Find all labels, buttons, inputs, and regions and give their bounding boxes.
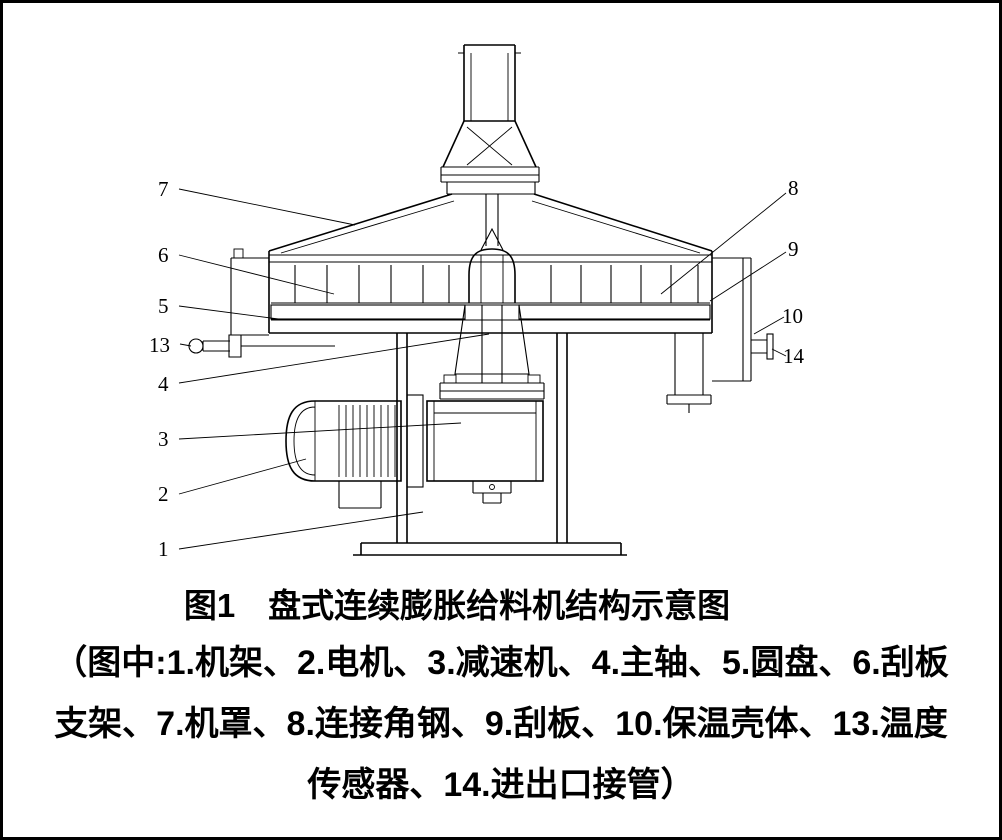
right-shell-and-pipe bbox=[666, 257, 774, 413]
gearbox bbox=[426, 400, 544, 504]
main-shaft bbox=[439, 194, 545, 400]
part-label-9: 9 bbox=[788, 237, 799, 261]
legend-line-1: （图中:1.机架、2.电机、3.减速机、4.主轴、5.圆盘、6.刮板 bbox=[53, 644, 949, 682]
disc-housing bbox=[268, 251, 713, 334]
part-label-3: 3 bbox=[158, 427, 169, 451]
machine-diagram: 7 6 5 13 4 3 2 1 8 9 10 14 bbox=[149, 44, 805, 561]
figure-legend: （图中:1.机架、2.电机、3.减速机、4.主轴、5.圆盘、6.刮板 支架、7.… bbox=[3, 633, 999, 816]
part-label-13: 13 bbox=[149, 333, 170, 357]
legend-line-3: 传感器、14.进出口接管） bbox=[307, 766, 695, 804]
part-label-10: 10 bbox=[782, 304, 803, 328]
sensor-knob bbox=[188, 338, 204, 354]
part-label-5: 5 bbox=[158, 294, 169, 318]
part-label-14: 14 bbox=[783, 344, 805, 368]
motor-flange bbox=[406, 394, 424, 488]
motor bbox=[285, 394, 424, 509]
leader-lines bbox=[178, 188, 787, 550]
motor-fins bbox=[338, 405, 396, 477]
part-labels: 7 6 5 13 4 3 2 1 8 9 10 14 bbox=[149, 176, 805, 561]
part-label-4: 4 bbox=[158, 372, 169, 396]
figure-caption: 图1 盘式连续膨胀给料机结构示意图 bbox=[183, 587, 731, 624]
inlet-outlet-pipe bbox=[751, 339, 767, 354]
legend-line-2: 支架、7.机罩、8.连接角钢、9.刮板、10.保温壳体、13.温度 bbox=[54, 705, 948, 743]
scraper-supports bbox=[294, 265, 699, 303]
frame bbox=[353, 333, 627, 556]
part-label-1: 1 bbox=[158, 537, 169, 561]
hood-cone bbox=[268, 193, 713, 254]
part-label-8: 8 bbox=[788, 176, 799, 200]
part-label-2: 2 bbox=[158, 482, 169, 506]
part-label-7: 7 bbox=[158, 177, 169, 201]
part-label-6: 6 bbox=[158, 243, 169, 267]
feed-hopper bbox=[440, 44, 540, 195]
